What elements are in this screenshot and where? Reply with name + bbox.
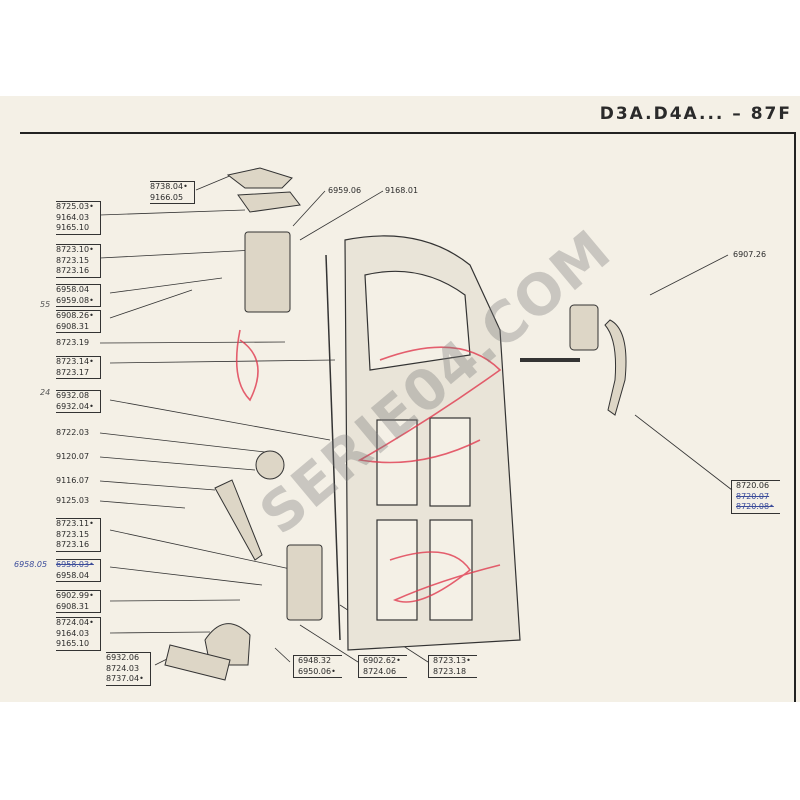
- label-8723-19: 8723.19: [56, 338, 90, 347]
- label-group-6902-99: 6902.99•6908.31: [56, 590, 101, 613]
- page-title: D3A.D4A... – 87F: [599, 104, 792, 124]
- handwritten-note-6958-05: 6958.05: [14, 560, 48, 569]
- frame-border-top: [20, 132, 796, 134]
- label-group-8723-13: 8723.13•8723.18: [428, 655, 477, 678]
- lock-parts: [164, 167, 627, 681]
- frame-border-right: [794, 132, 796, 702]
- label-6907-26: 6907.26: [733, 250, 767, 259]
- label-group-8738: 8738.04•9166.05: [150, 181, 195, 204]
- label-6959-06: 6959.06: [328, 186, 362, 195]
- handwritten-note-55: 55: [40, 300, 51, 309]
- label-group-6908: 6908.26•6908.31: [56, 310, 101, 333]
- door-panel: [344, 235, 521, 651]
- label-8722-03: 8722.03: [56, 428, 90, 437]
- label-9120-07: 9120.07: [56, 452, 90, 461]
- label-9116-07: 9116.07: [56, 476, 90, 485]
- handwritten-note-24: 24: [40, 388, 51, 397]
- label-group-8723-14: 8723.14•8723.17: [56, 356, 101, 379]
- label-group-6958-03: 6958.03•6958.04: [56, 559, 101, 582]
- label-9125-03: 9125.03: [56, 496, 90, 505]
- label-group-6902-62: 6902.62•8724.06: [358, 655, 407, 678]
- red-marker-scribbles: [235, 329, 502, 603]
- label-9168-01: 9168.01: [385, 186, 419, 195]
